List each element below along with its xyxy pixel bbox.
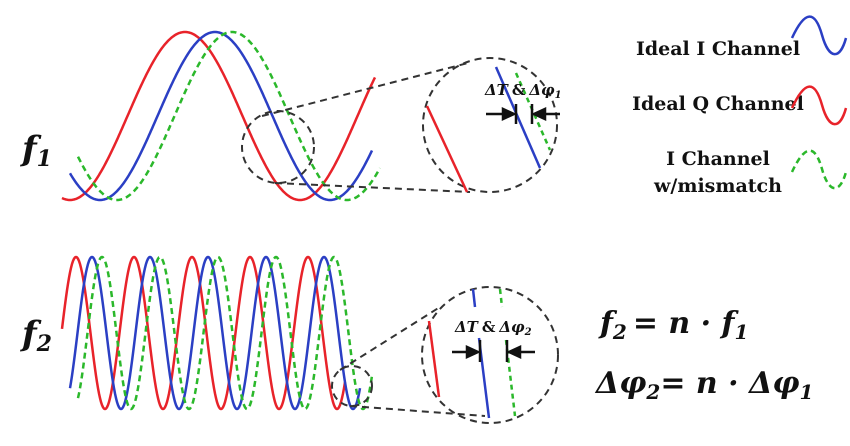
legend: Ideal I Channel Ideal Q Channel I Channe… <box>632 15 848 197</box>
equation-frequency: f2= n · f1 <box>598 306 748 344</box>
bottom-guide-line-lower <box>349 405 486 417</box>
equation-phase: Δφ2= n · Δφ1 <box>594 366 813 404</box>
f2-label: f2 <box>20 314 52 357</box>
legend-label-mismatch-line1: I Channel <box>666 148 770 170</box>
top-magnified-content: ΔT&Δφ1 <box>425 66 562 193</box>
ideal-q-wave-f2 <box>60 255 347 411</box>
top-magnified-circle <box>422 57 558 193</box>
bottom-delta-label: ΔT&Δφ2 <box>454 318 532 338</box>
f1-label: f1 <box>20 129 52 172</box>
red-segment <box>425 105 469 193</box>
top-guide-line-upper <box>261 62 469 117</box>
bottom-source-circle <box>331 365 373 407</box>
legend-swatch-mismatch-i <box>790 149 848 190</box>
mismatch-i-wave-f2 <box>76 255 374 411</box>
bottom-magnified-circle <box>421 286 559 424</box>
blue-segment <box>494 66 542 169</box>
legend-swatch-ideal-i <box>790 15 848 56</box>
top-guide-line-lower <box>274 182 471 193</box>
top-delta-label: ΔT&Δφ1 <box>484 81 562 101</box>
red-segment <box>427 320 441 398</box>
mismatch-i-wave-f1 <box>76 30 382 202</box>
bottom-zoom-guides <box>331 286 559 424</box>
top-zoom-guides <box>241 57 558 193</box>
legend-swatch-ideal-q <box>790 85 848 126</box>
bottom-delta-arrows <box>452 340 535 362</box>
bottom-magnified-content: ΔT&Δφ2 <box>427 288 535 419</box>
legend-label-mismatch-line2: w/mismatch <box>653 175 782 197</box>
ideal-i-wave-f2 <box>68 255 362 411</box>
ideal-q-wave-f1 <box>61 30 377 202</box>
legend-label-ideal-i: Ideal I Channel <box>636 38 800 60</box>
legend-label-ideal-q: Ideal Q Channel <box>632 93 804 115</box>
f2-waveforms <box>60 255 374 411</box>
ideal-i-wave-f1 <box>68 30 374 202</box>
top-delta-arrows <box>486 104 560 124</box>
bottom-guide-line-upper <box>339 306 441 371</box>
f1-waveforms <box>61 30 382 202</box>
